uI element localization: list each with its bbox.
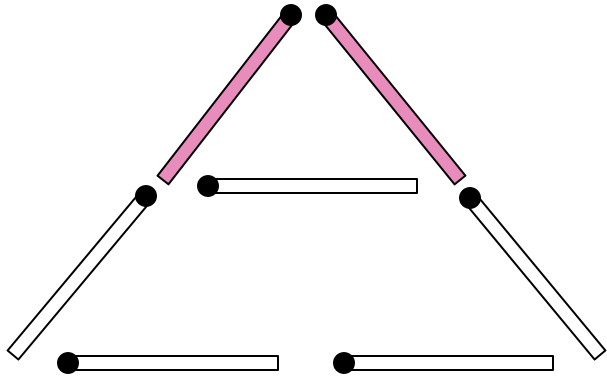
- matchstick-body: [68, 356, 278, 370]
- matchstick-head: [459, 187, 481, 209]
- matchstick-head: [280, 4, 302, 26]
- matchstick-body: [321, 11, 466, 185]
- matchstick-head: [197, 175, 219, 197]
- matchstick-middle[interactable]: [197, 175, 417, 197]
- matchstick-bottom-right[interactable]: [333, 352, 553, 374]
- matchstick-upper-right[interactable]: [315, 4, 465, 184]
- matchstick-upper-left[interactable]: [158, 4, 303, 184]
- matchstick-head: [333, 352, 355, 374]
- matchstick-body: [344, 356, 553, 370]
- matchstick-head: [57, 352, 79, 374]
- matchstick-body: [8, 192, 152, 360]
- matchsticks-layer: [8, 4, 606, 374]
- matchstick-lower-right[interactable]: [459, 187, 605, 360]
- matchstick-lower-left[interactable]: [8, 185, 157, 360]
- matchstick-head: [135, 185, 157, 207]
- matchstick-body: [465, 194, 606, 360]
- matchstick-body: [158, 11, 297, 185]
- matchstick-head: [315, 4, 337, 26]
- matchstick-body: [208, 179, 417, 193]
- matchstick-bottom-left[interactable]: [57, 352, 278, 374]
